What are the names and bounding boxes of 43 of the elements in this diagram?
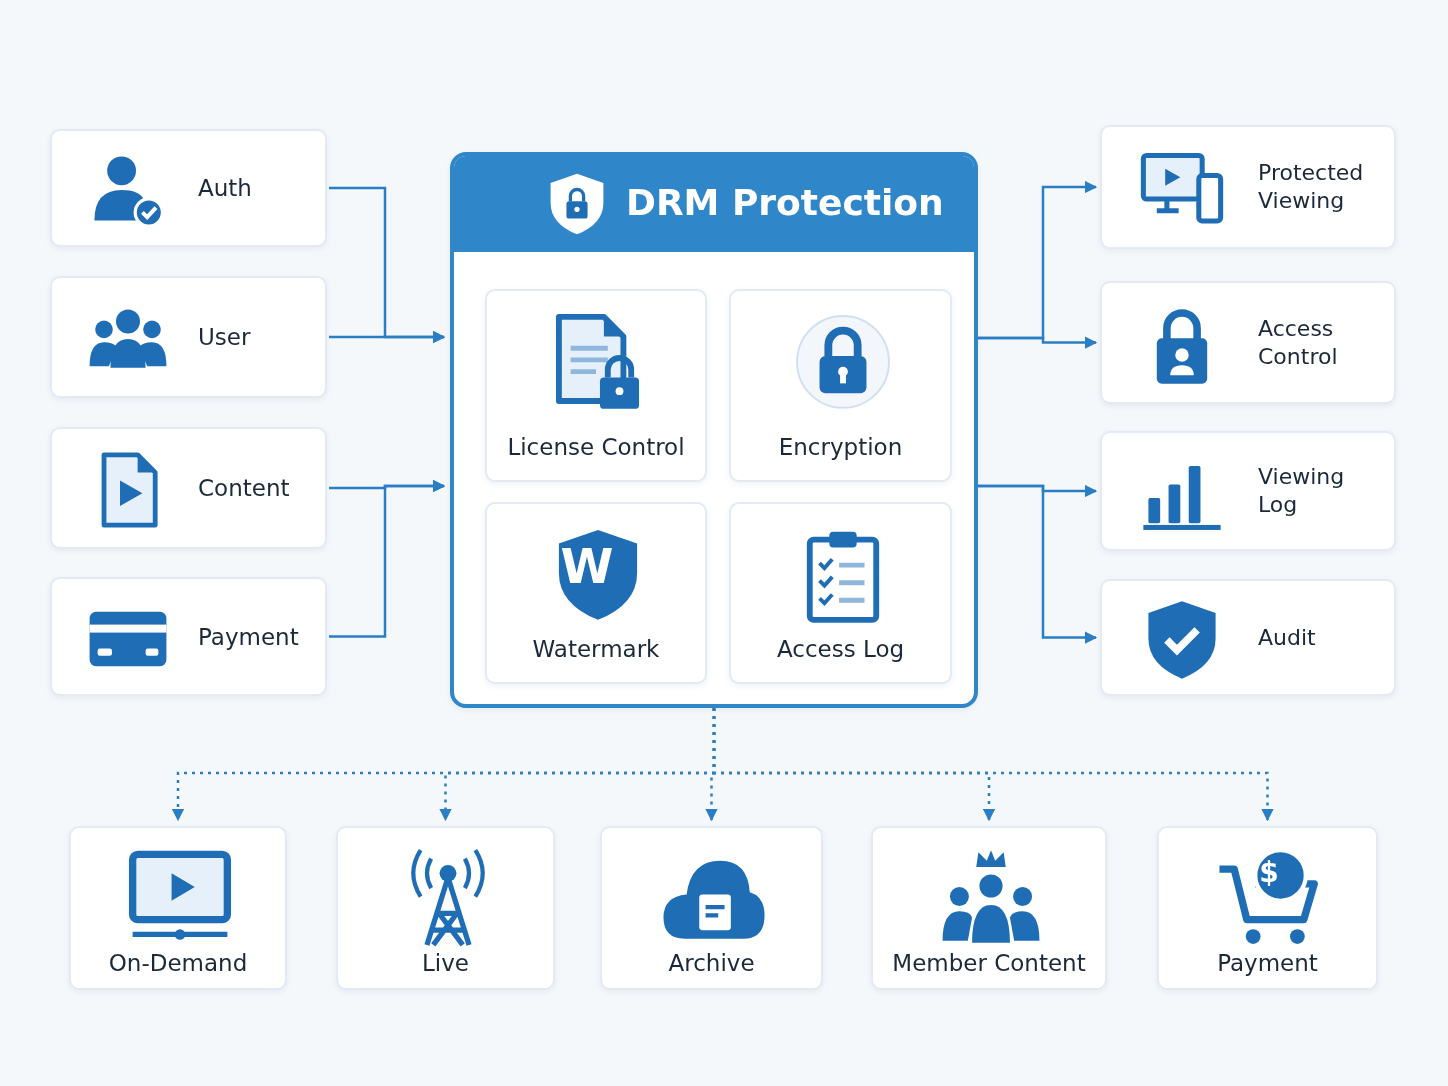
service-card [871,826,1107,990]
node-label: Encryption [777,434,904,460]
output-card [1100,579,1396,696]
input-card [50,577,327,696]
node-label: Archive [667,950,756,976]
feature-card [729,502,952,684]
arrow [978,484,1098,644]
node-label: Payment [1216,950,1319,976]
output-card [1100,281,1396,404]
service-card [69,826,287,990]
node-label: Member Content [891,950,1087,976]
drm-panel [450,152,978,708]
node-label: Viewing Log [1258,463,1346,519]
node-label: Audit [1258,623,1317,652]
node-label: Payment [198,623,300,650]
feature-card [485,289,707,482]
node-label: Content [198,475,291,501]
node-label: Watermark [531,636,661,662]
node-label: Live [421,950,470,976]
node-label: On-Demand [107,950,249,976]
watermark-letter: W [559,537,615,596]
node-label: Access Control [1258,314,1339,371]
currency-symbol: $ [1258,855,1280,891]
arrow [329,479,446,638]
service-card [336,826,555,990]
node-label: Auth [198,175,253,201]
output-card [1100,431,1396,551]
input-card [50,276,327,398]
arrow [978,336,1098,349]
feature-card [485,502,707,684]
service-card [600,826,823,990]
node-label: Access Log [775,636,906,662]
node-label: Protected Viewing [1258,159,1365,215]
node-label: DRM Protection [626,182,944,223]
feature-card [729,289,952,482]
arrow [712,708,1274,822]
node-label: User [198,324,252,350]
node-label: License Control [506,434,686,460]
service-card [1157,826,1378,990]
arrow [329,330,446,344]
input-card [50,129,327,247]
input-card [50,427,327,549]
output-card [1100,125,1396,249]
